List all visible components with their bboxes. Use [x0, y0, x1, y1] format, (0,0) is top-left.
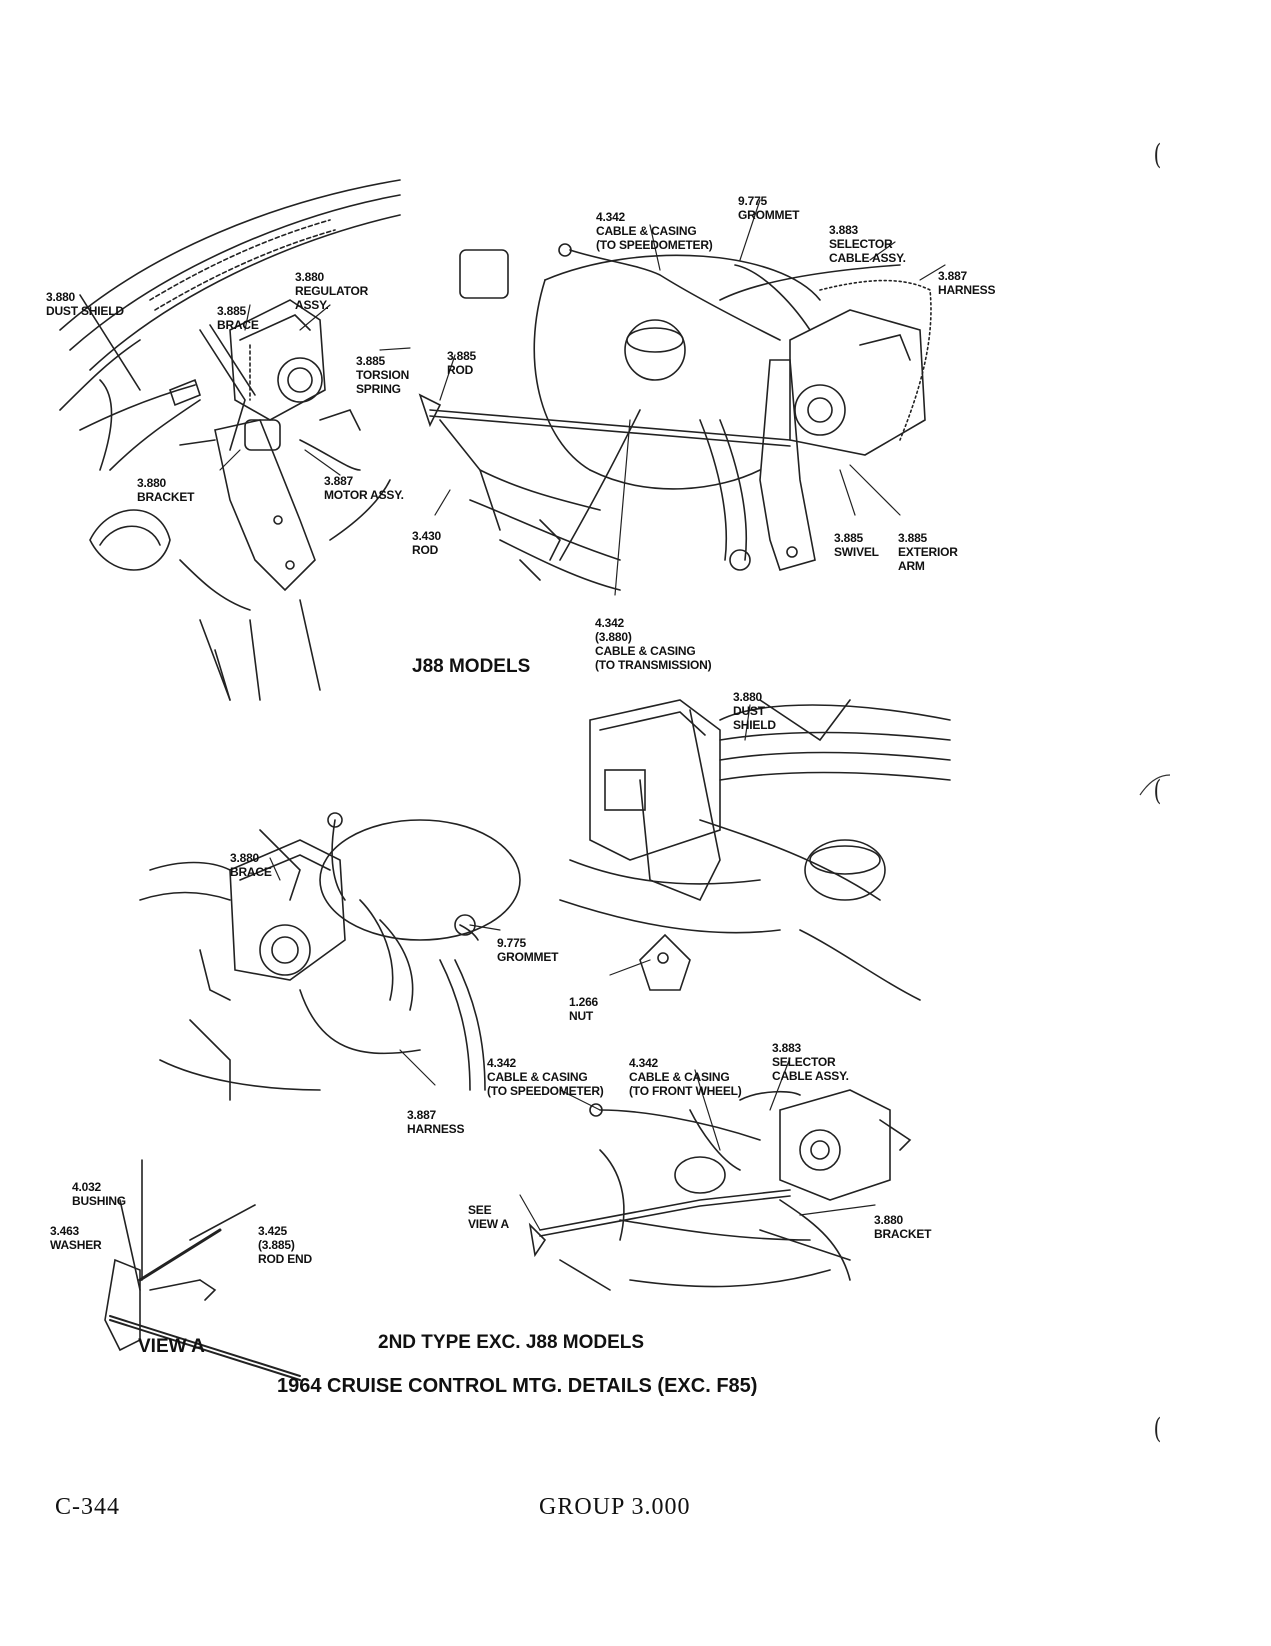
diagram-caption: 1964 CRUISE CONTROL MTG. DETAILS (EXC. F… — [277, 1375, 758, 1397]
view-a-drawing — [104, 1159, 301, 1381]
page-number: C-344 — [55, 1494, 120, 1520]
j88-right-assembly-drawing — [418, 243, 932, 591]
leader-lines — [219, 199, 946, 1231]
margin-mark-bottom: ( — [1153, 1412, 1162, 1445]
second-type-left-drawing — [139, 812, 521, 1101]
margin-mark-middle: ( — [1153, 774, 1162, 807]
group-number: GROUP 3.000 — [539, 1494, 691, 1520]
j88-left-assembly-drawing — [59, 179, 401, 701]
second-type-upper-drawing — [559, 699, 951, 1001]
heading-view-a: VIEW A — [138, 1336, 205, 1357]
heading-second-type: 2ND TYPE EXC. J88 MODELS — [378, 1332, 645, 1353]
margin-mark-top: ( — [1153, 138, 1162, 171]
heading-j88-models: J88 MODELS — [412, 656, 531, 677]
label-rod-end: 3.425(3.885)ROD END — [258, 1224, 312, 1266]
label-transmission-cable-j88: 4.342(3.880)CABLE & CASING(TO TRANSMISSI… — [595, 616, 712, 672]
second-type-lower-drawing — [528, 1089, 912, 1291]
